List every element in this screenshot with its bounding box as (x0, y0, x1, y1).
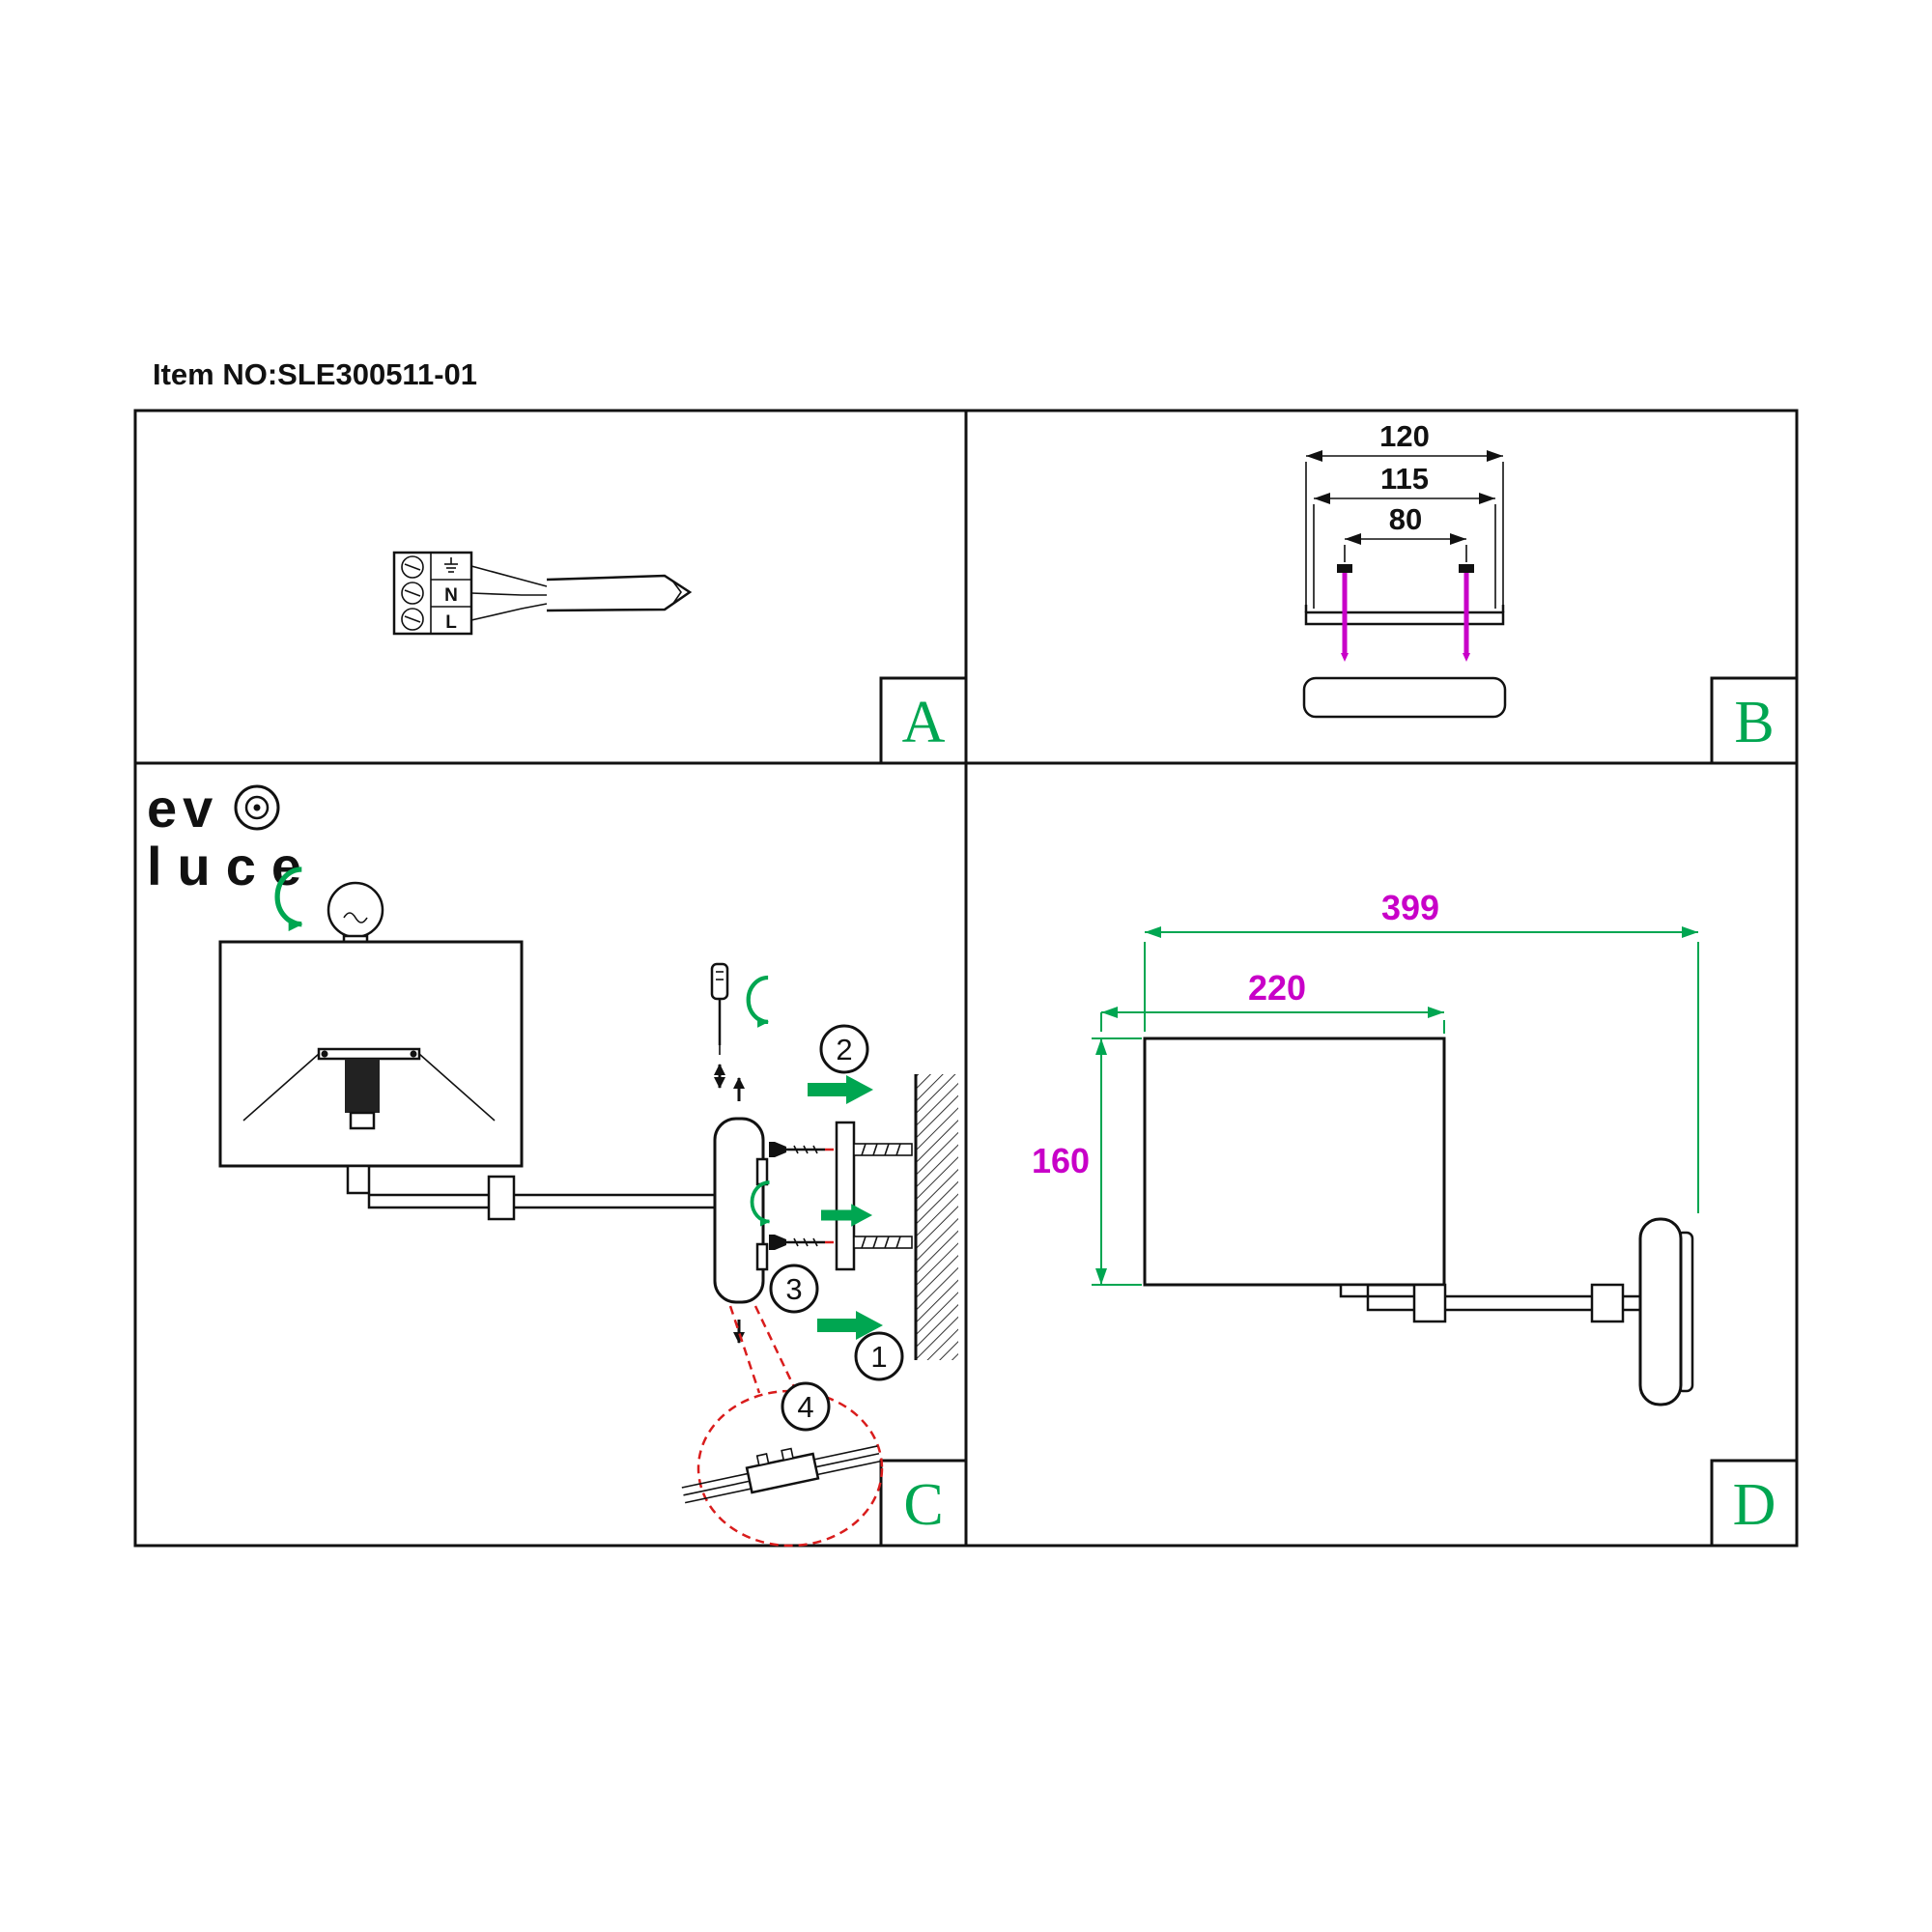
item-number: Item NO:SLE300511-01 (153, 357, 477, 391)
wall-bracket-drawing (835, 1121, 913, 1271)
terminal-n-label: N (444, 585, 458, 606)
panel-b-label-box (1710, 676, 1799, 765)
bulb-icon (327, 881, 384, 952)
step-circle-1: 1 (854, 1331, 904, 1381)
dim-120-label: 120 (1379, 419, 1430, 453)
panel-c-label: C (903, 1472, 943, 1538)
arrow-right-icon (808, 1075, 873, 1104)
dim-220-label: 220 (1248, 968, 1306, 1008)
panel-c-label-box (879, 1459, 968, 1548)
bullseye-icon (234, 784, 280, 831)
zoom-callout: 4 (681, 1305, 884, 1548)
panel-b-label: B (1734, 690, 1774, 755)
dim-115-label: 115 (1380, 462, 1429, 496)
mounting-screws-drawing (1337, 564, 1474, 662)
mounting-bracket-drawing (1304, 605, 1505, 626)
fixture-side-view (1143, 1037, 1694, 1406)
lamp-shade-drawing (218, 940, 524, 1168)
dimension-lines-d: 399 220 160 (1032, 888, 1699, 1286)
panel-d-label: D (1733, 1472, 1776, 1538)
wall-section-drawing (914, 1074, 958, 1360)
panel-a: N L (392, 551, 693, 636)
lamp-arm-drawing (346, 1164, 717, 1221)
power-cable-drawing (470, 565, 693, 621)
canopy-drawing (1302, 676, 1507, 719)
brand-logo: ev luce (147, 778, 317, 896)
panel-b: 120 115 80 (1302, 419, 1507, 719)
step-4-number: 4 (797, 1390, 813, 1424)
dimension-lines-b: 120 115 80 (1305, 419, 1504, 609)
terminal-block-drawing: N L (392, 551, 473, 636)
step-2-number: 2 (836, 1033, 852, 1066)
step-circle-4: 4 (781, 1381, 831, 1432)
terminal-block-sketch (681, 1445, 881, 1504)
rotate-arrow-icon (749, 978, 768, 1022)
dim-80-label: 80 (1389, 502, 1422, 536)
panel-d: 399 220 160 (1032, 888, 1699, 1406)
panel-d-label-box (1710, 1459, 1799, 1548)
panel-a-label-box (879, 676, 968, 765)
screwdriver-icon (710, 962, 729, 1055)
panel-grid: A B C D (133, 409, 1799, 1548)
dim-399-label: 399 (1381, 888, 1439, 927)
step-circle-2: 2 (819, 1024, 869, 1074)
ground-icon (444, 557, 458, 573)
dim-160-label: 160 (1032, 1141, 1090, 1180)
terminal-l-label: L (445, 612, 457, 633)
logo-text-ev: ev (147, 778, 218, 838)
panel-a-label: A (902, 690, 946, 755)
step-3-number: 3 (785, 1272, 802, 1306)
step-1-number: 1 (870, 1340, 887, 1374)
step-circle-3: 3 (769, 1264, 819, 1314)
shade-outline (1143, 1037, 1446, 1287)
panel-c: ev luce (147, 778, 958, 1548)
logo-text-luce: luce (147, 836, 317, 896)
wall-plate-drawing (713, 1117, 769, 1304)
